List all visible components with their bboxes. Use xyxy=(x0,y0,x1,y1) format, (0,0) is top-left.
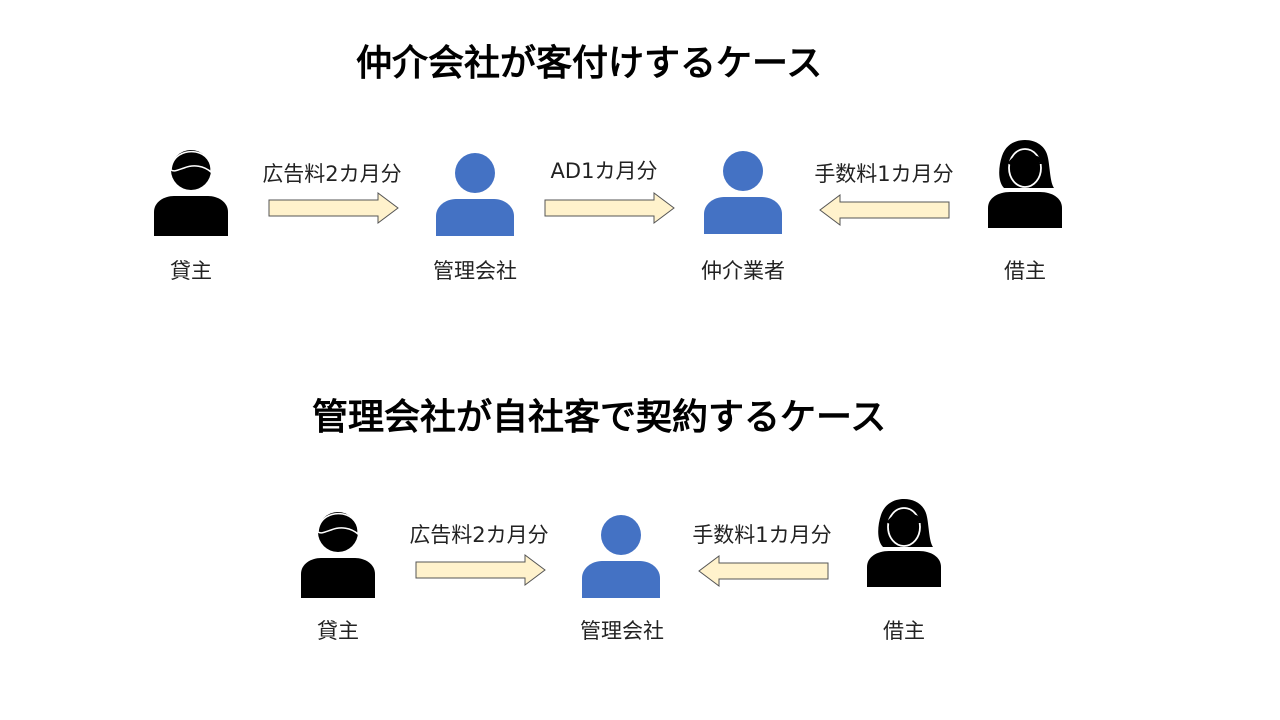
case2-management-label: 管理会社 xyxy=(580,619,664,643)
right-arrow-icon xyxy=(268,192,399,224)
person-icon xyxy=(704,151,782,234)
case1-flow1-label: 広告料2カ月分 xyxy=(262,162,402,186)
case2-tenant-label: 借主 xyxy=(883,619,925,643)
case1-broker-label: 仲介業者 xyxy=(701,259,785,283)
case2-flow1-label: 広告料2カ月分 xyxy=(409,523,549,547)
left-arrow-icon xyxy=(698,555,829,587)
right-arrow-icon xyxy=(415,554,546,586)
case1-title: 仲介会社が客付けするケース xyxy=(356,43,823,84)
case1-tenant-label: 借主 xyxy=(1004,259,1046,283)
woman-icon xyxy=(988,140,1062,228)
case1-management-label: 管理会社 xyxy=(433,259,517,283)
man-icon xyxy=(301,512,375,598)
case2-lender-label: 貸主 xyxy=(317,619,359,643)
woman-icon xyxy=(867,499,941,587)
case1-flow2-label: AD1カ月分 xyxy=(550,159,658,183)
case2-title: 管理会社が自社客で契約するケース xyxy=(312,397,887,438)
case1-flow3-label: 手数料1カ月分 xyxy=(814,162,954,186)
case1-lender-label: 貸主 xyxy=(170,259,212,283)
right-arrow-icon xyxy=(544,192,675,224)
man-icon xyxy=(154,150,228,236)
left-arrow-icon xyxy=(819,194,950,226)
person-icon xyxy=(436,153,514,236)
person-icon xyxy=(582,515,660,598)
case2-flow2-label: 手数料1カ月分 xyxy=(692,523,832,547)
